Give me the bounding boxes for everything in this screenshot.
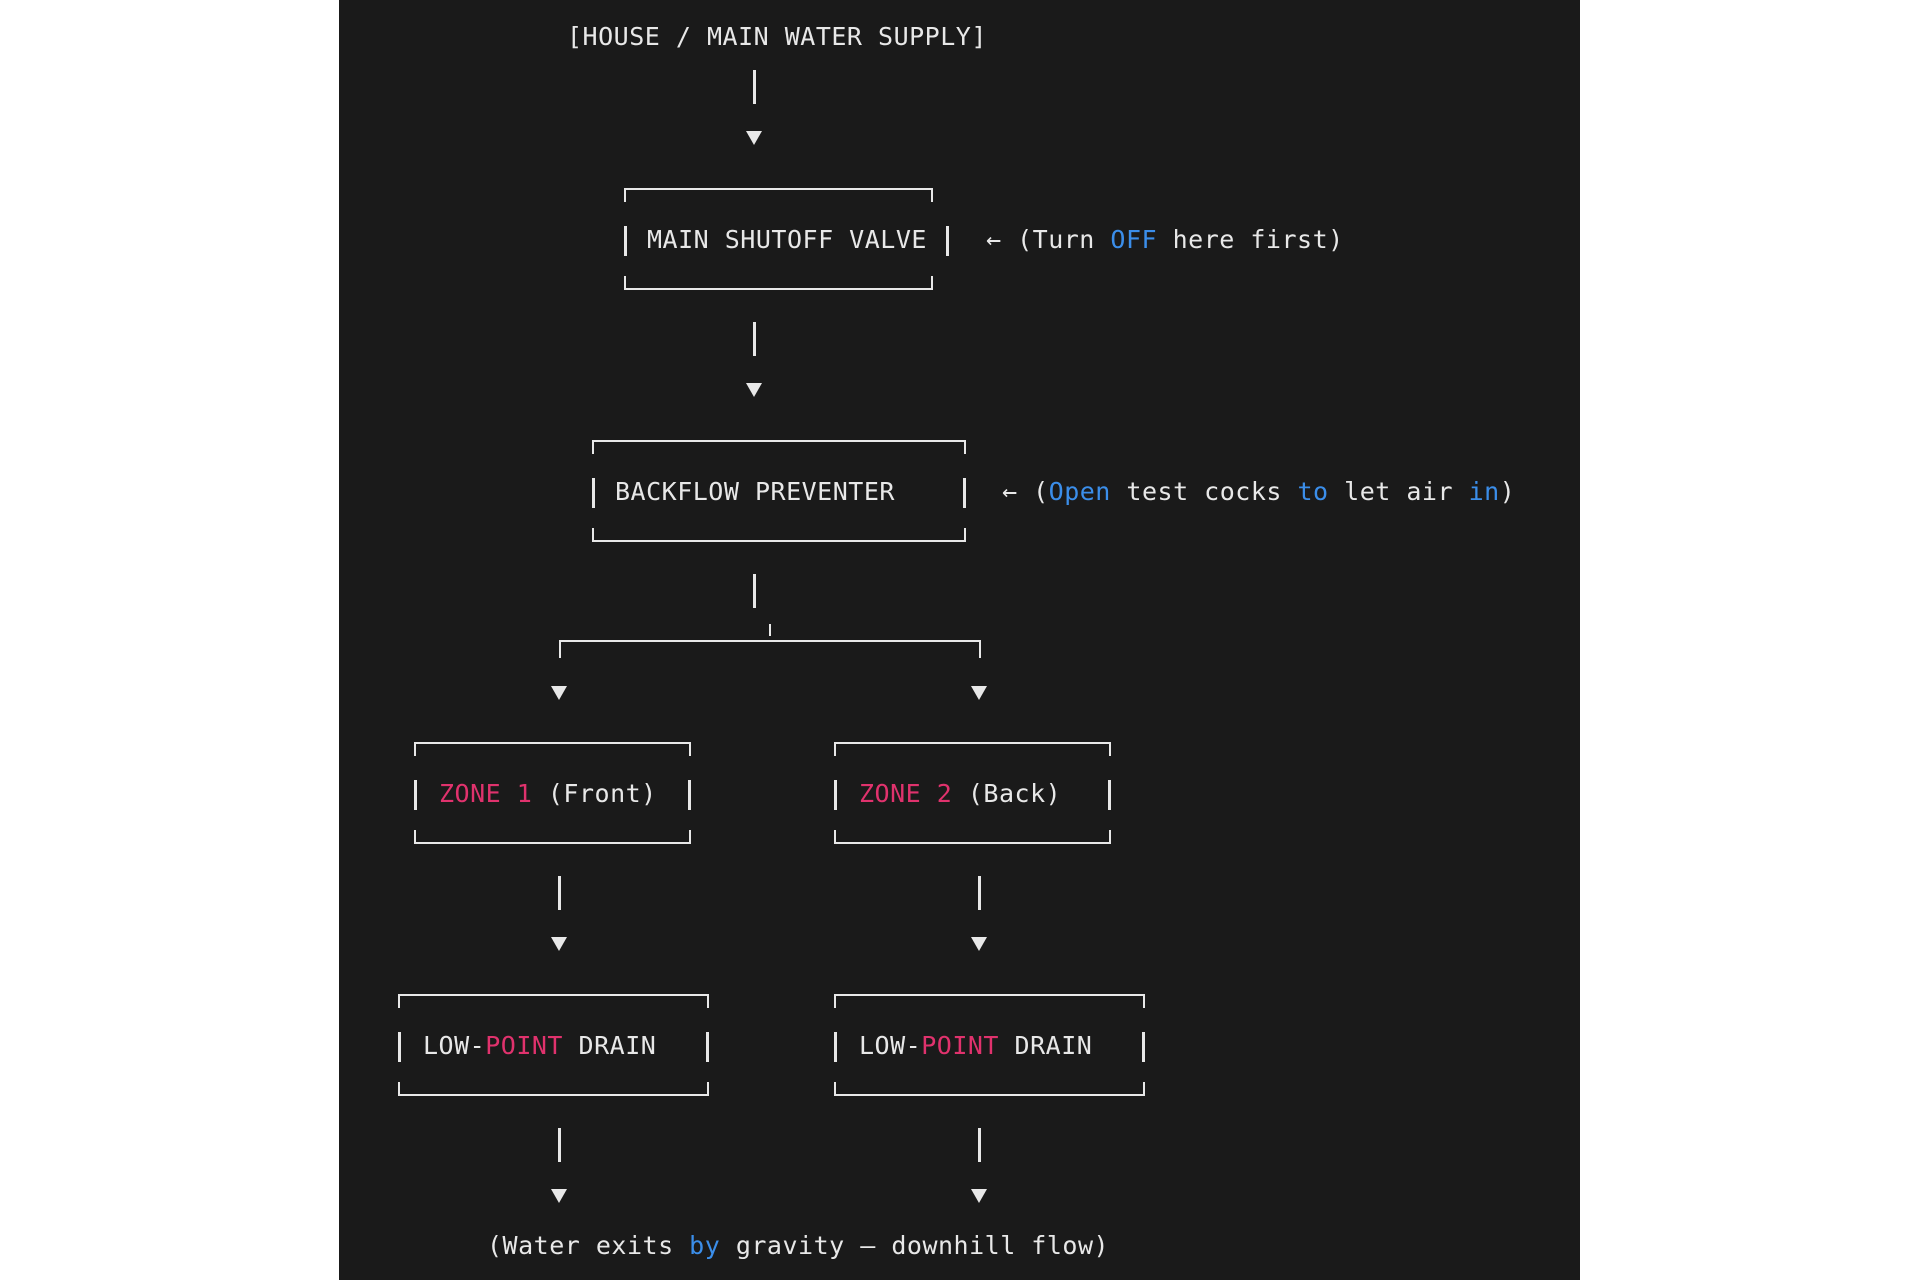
down-arrow-icon bbox=[746, 383, 762, 397]
down-arrow-icon bbox=[551, 686, 567, 700]
backflow-preventer-box: BACKFLOW PREVENTER bbox=[592, 440, 966, 542]
split-tick bbox=[769, 624, 771, 636]
drain-1-label: LOW-POINT DRAIN bbox=[423, 1031, 657, 1060]
down-arrow-icon bbox=[971, 937, 987, 951]
down-arrow-icon bbox=[971, 686, 987, 700]
diagram-panel: [HOUSE / MAIN WATER SUPPLY] MAIN SHUTOFF… bbox=[339, 0, 1580, 1280]
connector-line bbox=[753, 322, 756, 356]
box-edge bbox=[946, 226, 949, 256]
zone-1-box: ZONE 1 (Front) bbox=[414, 742, 691, 844]
zone-2-box: ZONE 2 (Back) bbox=[834, 742, 1111, 844]
split-left-tick bbox=[559, 640, 561, 658]
shutoff-note: ← (Turn OFF here first) bbox=[986, 225, 1344, 254]
backflow-note: ← (Open test cocks to let air in) bbox=[1002, 477, 1516, 506]
down-arrow-icon bbox=[746, 131, 762, 145]
connector-line bbox=[753, 574, 756, 608]
split-right-tick bbox=[979, 640, 981, 658]
drain-2-label: LOW-POINT DRAIN bbox=[859, 1031, 1093, 1060]
connector-line bbox=[978, 876, 981, 910]
house-main-supply-label: [HOUSE / MAIN WATER SUPPLY] bbox=[567, 22, 987, 51]
drain-1-box: LOW-POINT DRAIN bbox=[398, 994, 709, 1096]
down-arrow-icon bbox=[551, 937, 567, 951]
connector-line bbox=[558, 876, 561, 910]
main-shutoff-valve-box: MAIN SHUTOFF VALVE bbox=[624, 188, 933, 290]
down-arrow-icon bbox=[971, 1189, 987, 1203]
split-line bbox=[559, 640, 981, 642]
connector-line bbox=[558, 1128, 561, 1162]
zone-1-label: ZONE 1 (Front) bbox=[439, 779, 657, 808]
main-shutoff-valve-label: MAIN SHUTOFF VALVE bbox=[647, 225, 927, 254]
down-arrow-icon bbox=[551, 1189, 567, 1203]
connector-line bbox=[978, 1128, 981, 1162]
zone-2-label: ZONE 2 (Back) bbox=[859, 779, 1062, 808]
gravity-flow-note: (Water exits by gravity — downhill flow) bbox=[487, 1231, 1110, 1260]
connector-line bbox=[753, 70, 756, 104]
backflow-preventer-label: BACKFLOW PREVENTER bbox=[615, 477, 895, 506]
drain-2-box: LOW-POINT DRAIN bbox=[834, 994, 1145, 1096]
